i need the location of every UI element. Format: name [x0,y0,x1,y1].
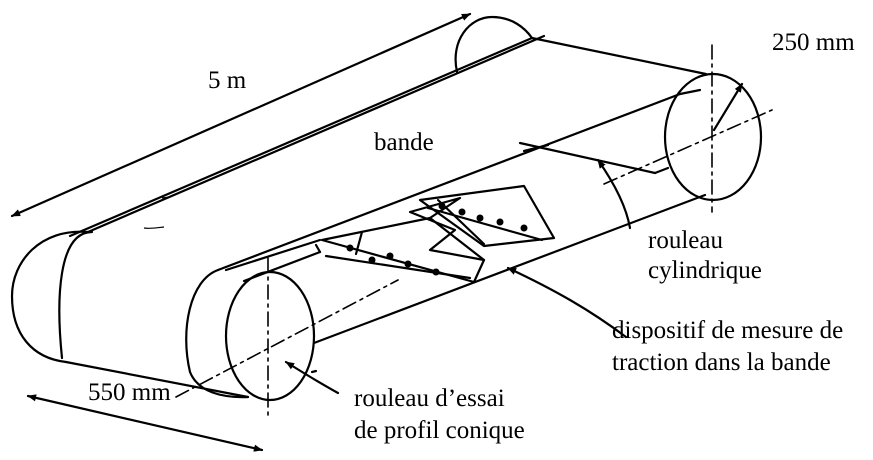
length-dimension-arrow [10,12,472,218]
belt-underside [224,141,670,283]
width-dimension-arrow [26,394,264,452]
measuring-device-label-line1: dispositif de mesure de [612,317,843,344]
diameter-dimension-arrow [712,82,744,132]
roller-axes [175,44,773,421]
back-left-roller [10,230,94,364]
belt-lower-surface [64,193,707,399]
cylindrical-roller-label-line2: cylindrique [648,257,762,284]
leader-arrows [284,158,632,395]
test-roller-end-face [224,270,316,402]
test-roller-label-line2: de profil conique [354,417,525,444]
back-right-roller [454,15,534,74]
roller-diameter-label: 250 mm [772,29,855,56]
device-bolts [346,202,528,276]
cylindrical-roller-end-face [663,72,763,202]
measuring-device-label-line2: traction dans la bande [612,349,831,376]
cylindrical-roller-label-line1: rouleau [648,227,723,254]
belt-label: bande [374,129,434,156]
test-roller-label-line1: rouleau d’essai [354,385,505,412]
scan-marks [143,196,171,230]
tension-measuring-device [320,184,556,284]
width-label: 550 mm [88,379,171,406]
length-label: 5 m [208,67,247,94]
